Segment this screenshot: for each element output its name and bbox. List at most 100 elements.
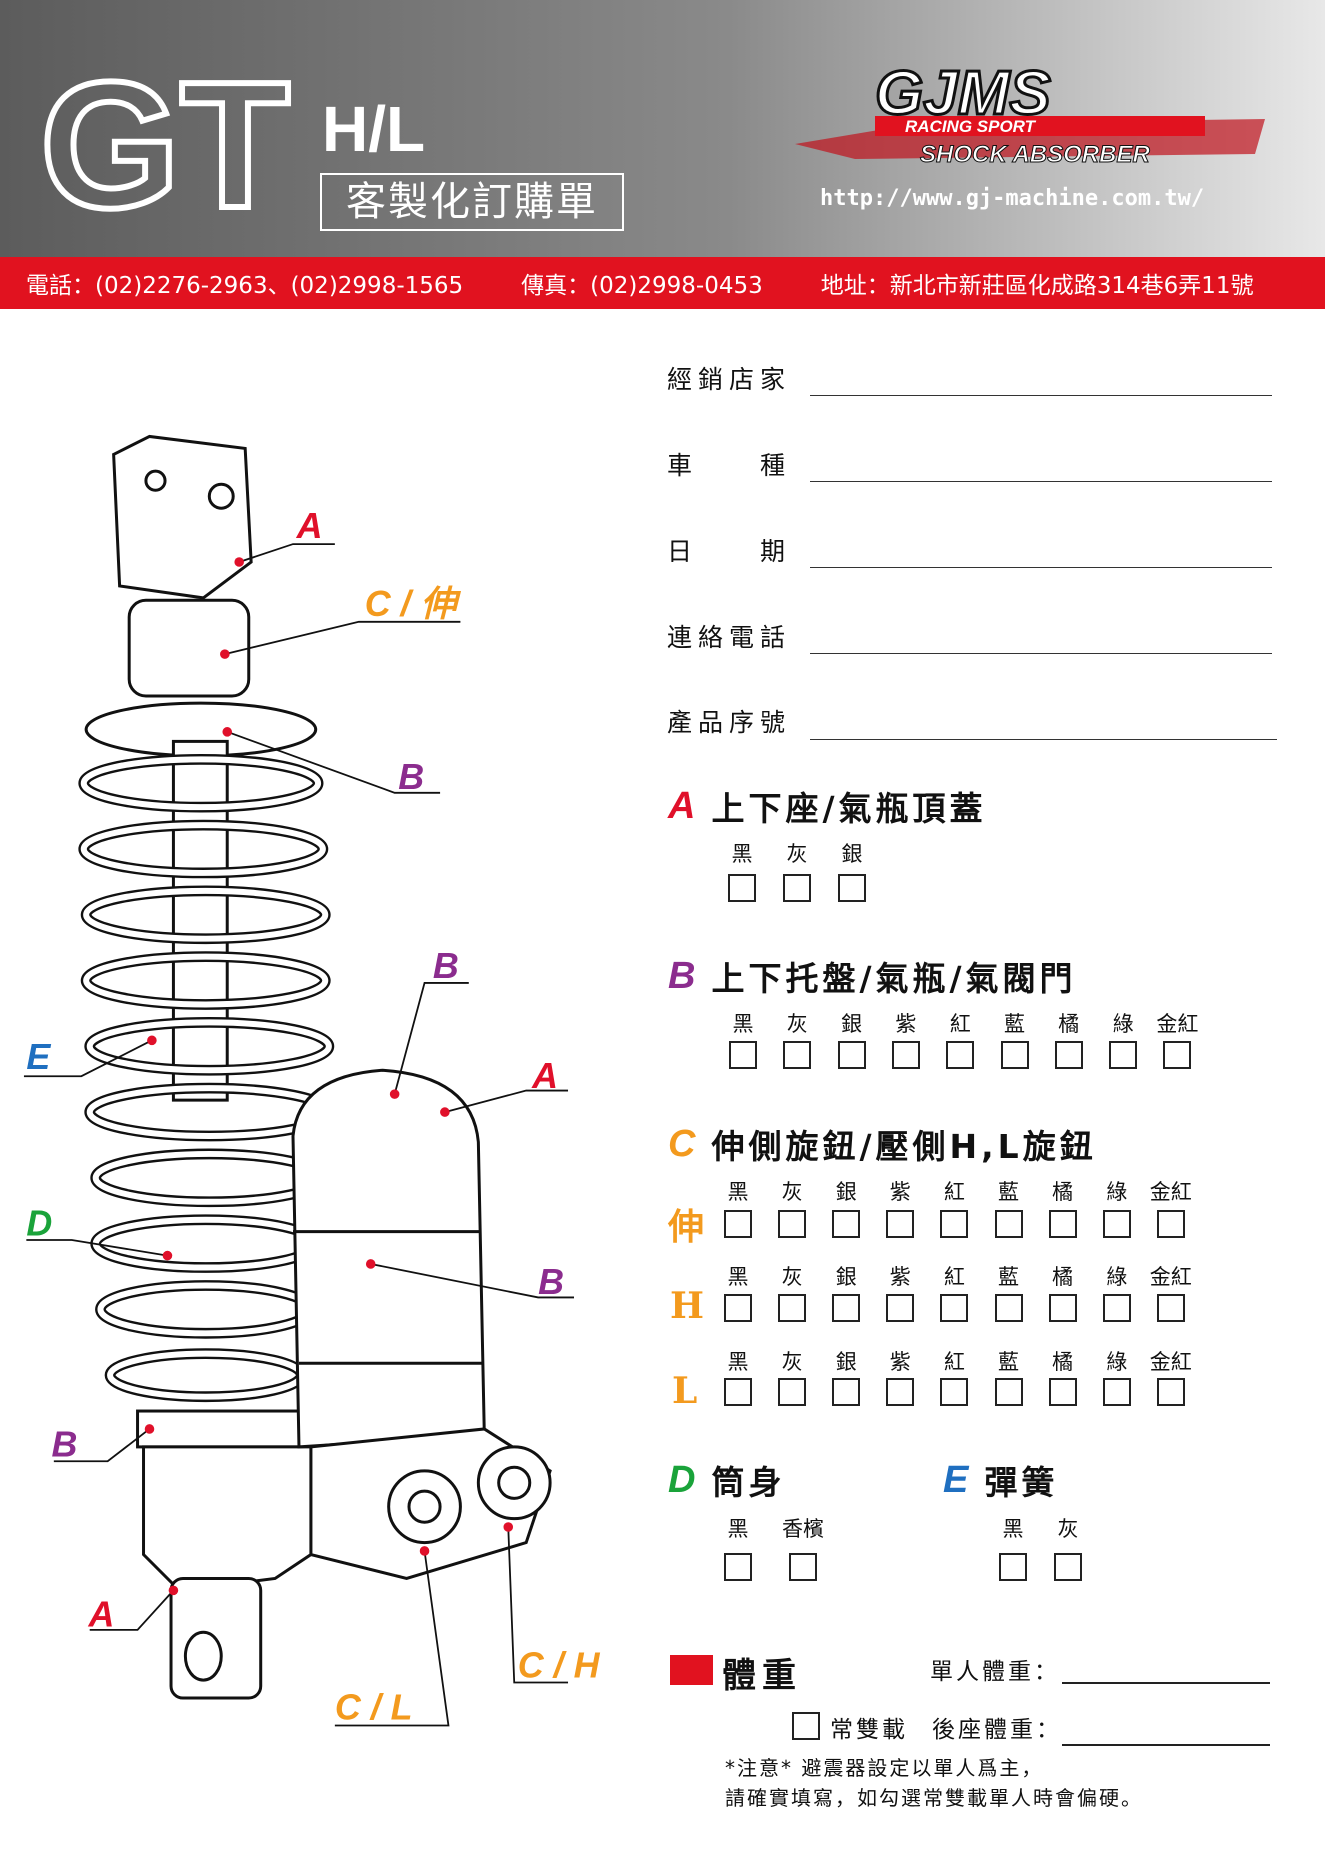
option-label-b: 灰	[786, 1012, 808, 1036]
option-label-c-rebound: 紫	[889, 1180, 911, 1204]
checkbox-c-l[interactable]	[1102, 1378, 1131, 1406]
checkbox-c-l[interactable]	[994, 1378, 1023, 1406]
option-label-b: 綠	[1112, 1012, 1134, 1036]
double-ride-checkbox[interactable]	[792, 1712, 820, 1740]
checkbox-a[interactable]	[783, 874, 811, 902]
section-c-heading: C 伸側旋鈕/壓側H,L旋鈕	[668, 1120, 1097, 1168]
option-label-c-rebound: 紅	[943, 1180, 965, 1204]
fax: 傳真：(02)2998-0453	[521, 273, 763, 299]
option-label-c-l: 藍	[998, 1350, 1019, 1374]
callout-e: E	[26, 1037, 51, 1077]
checkbox-b[interactable]	[1109, 1041, 1138, 1069]
option-label-c-h: 金紅	[1149, 1265, 1192, 1289]
section-c-title: 伸側旋鈕/壓側H,L旋鈕	[711, 1127, 1097, 1166]
option-label-b: 紫	[895, 1012, 917, 1036]
checkbox-b[interactable]	[1054, 1041, 1083, 1069]
checkbox-b[interactable]	[729, 1041, 757, 1069]
vehicle-field[interactable]	[810, 454, 1272, 482]
section-b-title: 上下托盤/氣瓶/氣閥門	[711, 959, 1077, 998]
checkbox-b[interactable]	[1163, 1041, 1192, 1069]
option-label-a: 灰	[786, 842, 808, 866]
checkbox-e[interactable]	[1054, 1553, 1082, 1581]
checkbox-c-h[interactable]	[1102, 1294, 1131, 1322]
checkbox-b[interactable]	[891, 1041, 920, 1069]
callout-b: B	[51, 1424, 77, 1464]
phone-field[interactable]	[810, 626, 1272, 654]
checkbox-c-h[interactable]	[940, 1294, 969, 1322]
checkbox-c-h[interactable]	[832, 1294, 861, 1322]
checkbox-c-rebound[interactable]	[724, 1210, 752, 1238]
checkbox-c-h[interactable]	[724, 1294, 752, 1322]
option-label-c-l: 紫	[889, 1350, 911, 1374]
checkbox-a[interactable]	[728, 874, 756, 902]
note-line-2: 請確實填寫，如勾選常雙載單人時會偏硬。	[725, 1786, 1143, 1810]
badge-b: B	[668, 954, 700, 997]
option-label-c-rebound: 橘	[1052, 1180, 1074, 1204]
checkbox-d[interactable]	[724, 1553, 752, 1581]
badge-d: D	[668, 1458, 700, 1501]
checkbox-c-l[interactable]	[1156, 1378, 1185, 1406]
option-label-b: 藍	[1004, 1012, 1025, 1036]
checkbox-c-l[interactable]	[778, 1378, 807, 1406]
checkbox-c-h[interactable]	[886, 1294, 915, 1322]
section-a-title: 上下座/氣瓶頂蓋	[711, 789, 987, 828]
checkbox-a[interactable]	[838, 874, 866, 902]
serial-field[interactable]	[810, 712, 1277, 740]
option-label-c-h: 藍	[998, 1265, 1019, 1289]
option-label-c-rebound: 綠	[1106, 1180, 1128, 1204]
single-weight-field[interactable]	[1062, 1654, 1270, 1684]
section-a-heading: A 上下座/氣瓶頂蓋	[668, 782, 987, 830]
phone: 電話：(02)2276-2963、(02)2998-1565	[26, 273, 464, 299]
checkbox-c-h[interactable]	[1156, 1294, 1185, 1322]
model-label: H/L	[322, 93, 426, 165]
option-label-c-l: 黑	[727, 1350, 749, 1374]
checkbox-c-rebound[interactable]	[1156, 1210, 1185, 1238]
weight-marker	[670, 1655, 713, 1685]
vehicle-label: 車 種	[667, 451, 792, 480]
checkbox-d[interactable]	[789, 1553, 817, 1581]
website-url[interactable]: http://www.gj-machine.com.tw/	[820, 186, 1205, 211]
checkbox-c-l[interactable]	[1048, 1378, 1077, 1406]
dealer-label: 經銷店家	[667, 365, 792, 394]
badge-c: C	[668, 1122, 700, 1165]
callout-a: A	[531, 1056, 558, 1096]
weight-title: 體重	[722, 1656, 802, 1696]
checkbox-c-l[interactable]	[940, 1378, 969, 1406]
checkbox-c-h[interactable]	[1048, 1294, 1077, 1322]
option-label-c-rebound: 銀	[835, 1180, 857, 1204]
section-d-title: 筒身	[711, 1463, 786, 1502]
dealer-field[interactable]	[810, 368, 1272, 396]
callout-d: D	[26, 1203, 52, 1243]
checkbox-b[interactable]	[1000, 1041, 1029, 1069]
rear-weight-field[interactable]	[1062, 1716, 1270, 1746]
row-label-rebound: 伸	[668, 1206, 705, 1248]
checkbox-c-h[interactable]	[994, 1294, 1023, 1322]
brand-logo: GJMS RACING SPORT SHOCK ABSORBER	[795, 64, 1265, 169]
date-field[interactable]	[810, 540, 1272, 568]
option-label-b: 銀	[841, 1012, 863, 1036]
option-label-e: 灰	[1057, 1517, 1079, 1541]
option-label-c-l: 紅	[943, 1350, 965, 1374]
checkbox-c-rebound[interactable]	[778, 1210, 807, 1238]
checkbox-c-rebound[interactable]	[832, 1210, 861, 1238]
badge-a: A	[668, 784, 700, 827]
checkbox-c-rebound[interactable]	[940, 1210, 969, 1238]
checkbox-c-rebound[interactable]	[1102, 1210, 1131, 1238]
checkbox-c-rebound[interactable]	[994, 1210, 1023, 1238]
checkbox-c-l[interactable]	[724, 1378, 752, 1406]
option-label-c-l: 銀	[835, 1350, 857, 1374]
checkbox-b[interactable]	[783, 1041, 812, 1069]
option-label-c-h: 銀	[835, 1265, 857, 1289]
checkbox-c-l[interactable]	[832, 1378, 861, 1406]
checkbox-c-l[interactable]	[886, 1378, 915, 1406]
checkbox-c-h[interactable]	[778, 1294, 807, 1322]
section-d-heading: D 筒身	[668, 1456, 785, 1504]
address: 地址：新北市新莊區化成路314巷6弄11號	[820, 273, 1254, 299]
checkbox-c-rebound[interactable]	[1048, 1210, 1077, 1238]
checkbox-e[interactable]	[999, 1553, 1027, 1581]
checkbox-b[interactable]	[837, 1041, 866, 1069]
checkbox-c-rebound[interactable]	[886, 1210, 915, 1238]
callout-c-h: C / H	[518, 1646, 601, 1686]
checkbox-b[interactable]	[946, 1041, 975, 1069]
